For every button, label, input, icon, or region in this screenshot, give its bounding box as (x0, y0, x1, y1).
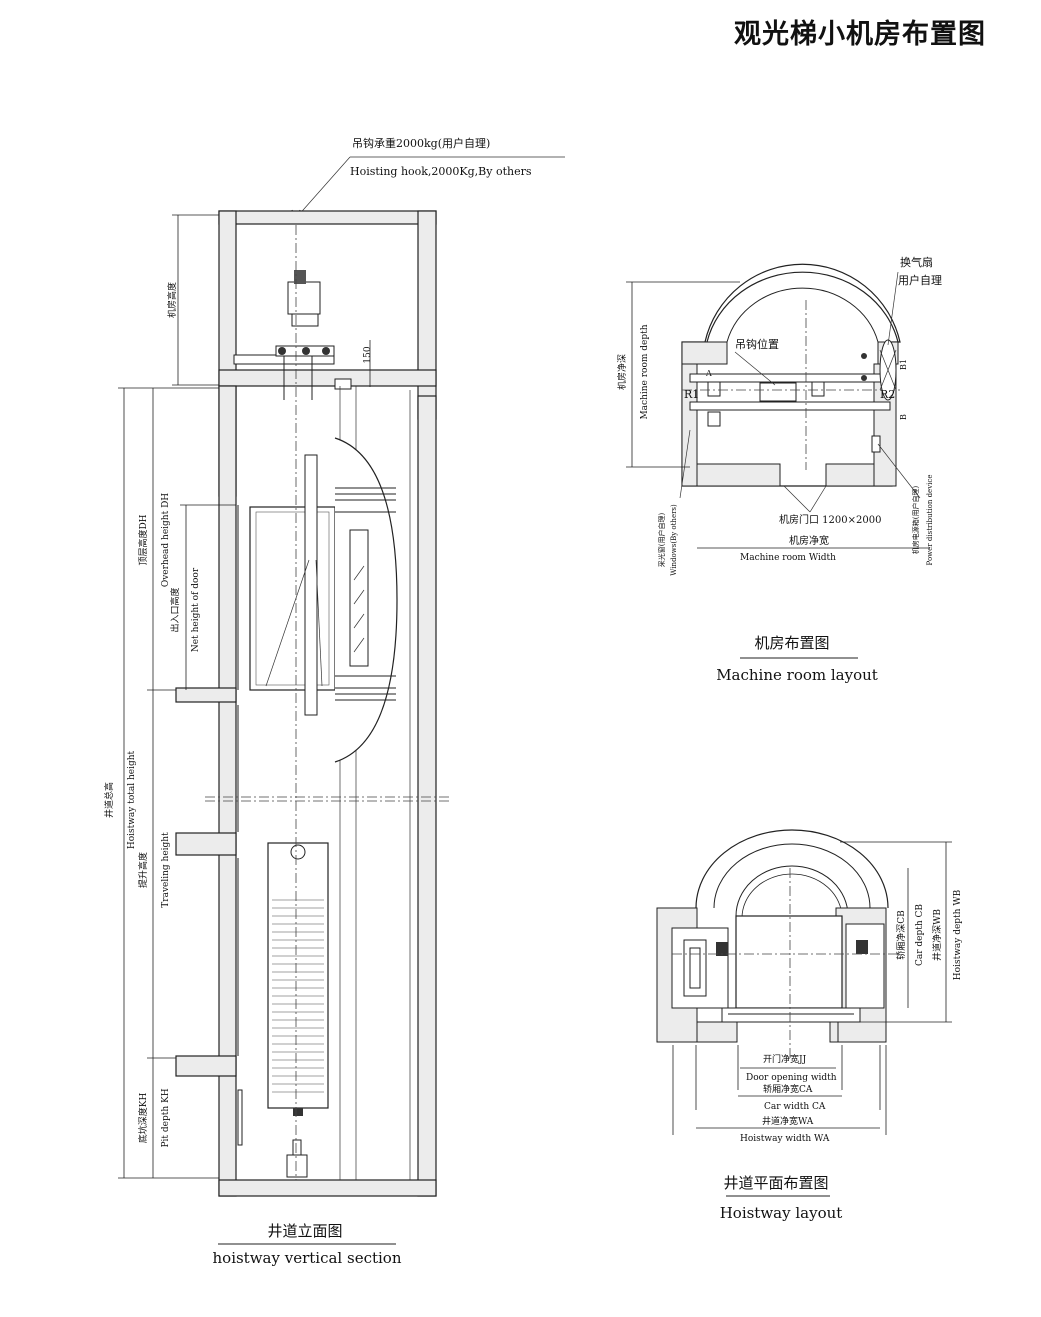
total-height-label-cn: 井道总高 (103, 782, 115, 818)
page-title: 观光梯小机房布置图 (734, 19, 986, 50)
door-height-label-cn: 出入口高度 (169, 587, 181, 632)
mr-depth-label-en: Machine room depth (640, 324, 650, 419)
traction-machine (275, 270, 335, 400)
hook-label-en: Hoisting hook,2000Kg,By others (350, 165, 532, 178)
landing-slab-middle (175, 832, 237, 856)
door-height-label-en: Net height of door (191, 567, 201, 652)
mr-depth-label-cn: 机房净深 (616, 354, 628, 390)
car-width-label-cn: 轿厢净宽CA (763, 1083, 813, 1095)
right-upper-wall (417, 210, 437, 420)
dim-150-label: 150 (363, 346, 373, 363)
mr-width-label-cn: 机房净宽 (789, 534, 829, 547)
r1-label: R1 (684, 388, 699, 401)
mr-door-label: 机房门口 1200×2000 (779, 513, 881, 526)
car-width-label-en: Car width CA (764, 1102, 826, 1112)
counterweight (267, 842, 329, 1178)
hw-depth-label-en: Hoistway depth WB (953, 889, 963, 980)
machine-room-layout: 换气扇 用户自理 吊钩位置 R1 R2 B1 A B 机房净深 Machine … (616, 255, 942, 684)
window-label-en: Windows(By others) (670, 504, 678, 576)
landing-slab-bottom (175, 1055, 237, 1077)
right-hoistway-wall (417, 395, 437, 1197)
a-label: A (705, 369, 712, 378)
hook-label-cn: 吊钩承重2000kg(用户自理) (352, 136, 490, 150)
vertical-section-caption-en: hoistway vertical section (213, 1249, 402, 1267)
car-depth-label-en: Car depth CB (915, 904, 925, 966)
r2-label: R2 (880, 388, 895, 401)
hook-leader-line (295, 156, 351, 219)
window-label-cn: 采光窗(用户自理) (657, 513, 666, 568)
pit-depth-label-cn: 底坑深度KH (137, 1093, 149, 1144)
rope-hole-block (334, 378, 352, 390)
power-label-en: Power distribution device (926, 475, 934, 566)
power-label-cn: 机房电源箱(用户自理) (911, 486, 920, 555)
vertical-section-caption-cn: 井道立面图 (267, 1222, 342, 1240)
door-width-label-en: Door opening width (746, 1073, 837, 1083)
landing-slab-top (175, 687, 237, 703)
machine-room-height-label: 机房高度 (166, 282, 178, 318)
hw-depth-label-cn: 井道净深WB (931, 909, 943, 961)
b1-label: B1 (899, 359, 908, 370)
hw-width-label-en: Hoistway width WA (740, 1134, 830, 1144)
hook-position-label: 吊钩位置 (735, 337, 779, 351)
hoistway-plan-layout: 轿厢净深CB Car depth CB 井道净深WB Hoistway dept… (656, 829, 963, 1222)
door-width-label-cn: 开门净宽JJ (763, 1053, 807, 1065)
hoistway-layout-caption-cn: 井道平面布置图 (723, 1174, 828, 1192)
fan-by-label-cn: 用户自理 (898, 273, 942, 287)
mr-width-label-en: Machine room Width (740, 553, 836, 563)
travel-height-label-en: Traveling height (161, 832, 171, 908)
fan-label-cn: 换气扇 (900, 255, 933, 269)
machine-room-floor (218, 369, 437, 387)
overhead-label-en: Overhead height DH (161, 493, 171, 587)
hw-width-label-cn: 井道净宽WA (762, 1115, 814, 1127)
hoistway-vertical-section: 吊钩承重2000kg(用户自理) Hoisting hook,2000Kg,By… (103, 136, 565, 1267)
pit-floor (218, 1179, 437, 1197)
machine-room-caption-en: Machine room layout (716, 666, 878, 684)
hoistway-layout-caption-en: Hoistway layout (720, 1204, 843, 1222)
b-label: B (899, 414, 908, 420)
machine-room-roof (218, 210, 437, 225)
total-height-label-en: Hoistway total height (127, 750, 137, 849)
overhead-label-cn: 顶层高度DH (137, 514, 149, 565)
elevator-car (249, 437, 398, 763)
pit-ladder (237, 1089, 243, 1146)
machine-room-caption-cn: 机房布置图 (754, 634, 829, 652)
travel-height-label-cn: 提升高度 (137, 852, 149, 888)
pit-depth-label-en: Pit depth KH (161, 1088, 171, 1147)
car-depth-label-cn: 轿厢净深CB (895, 910, 907, 960)
